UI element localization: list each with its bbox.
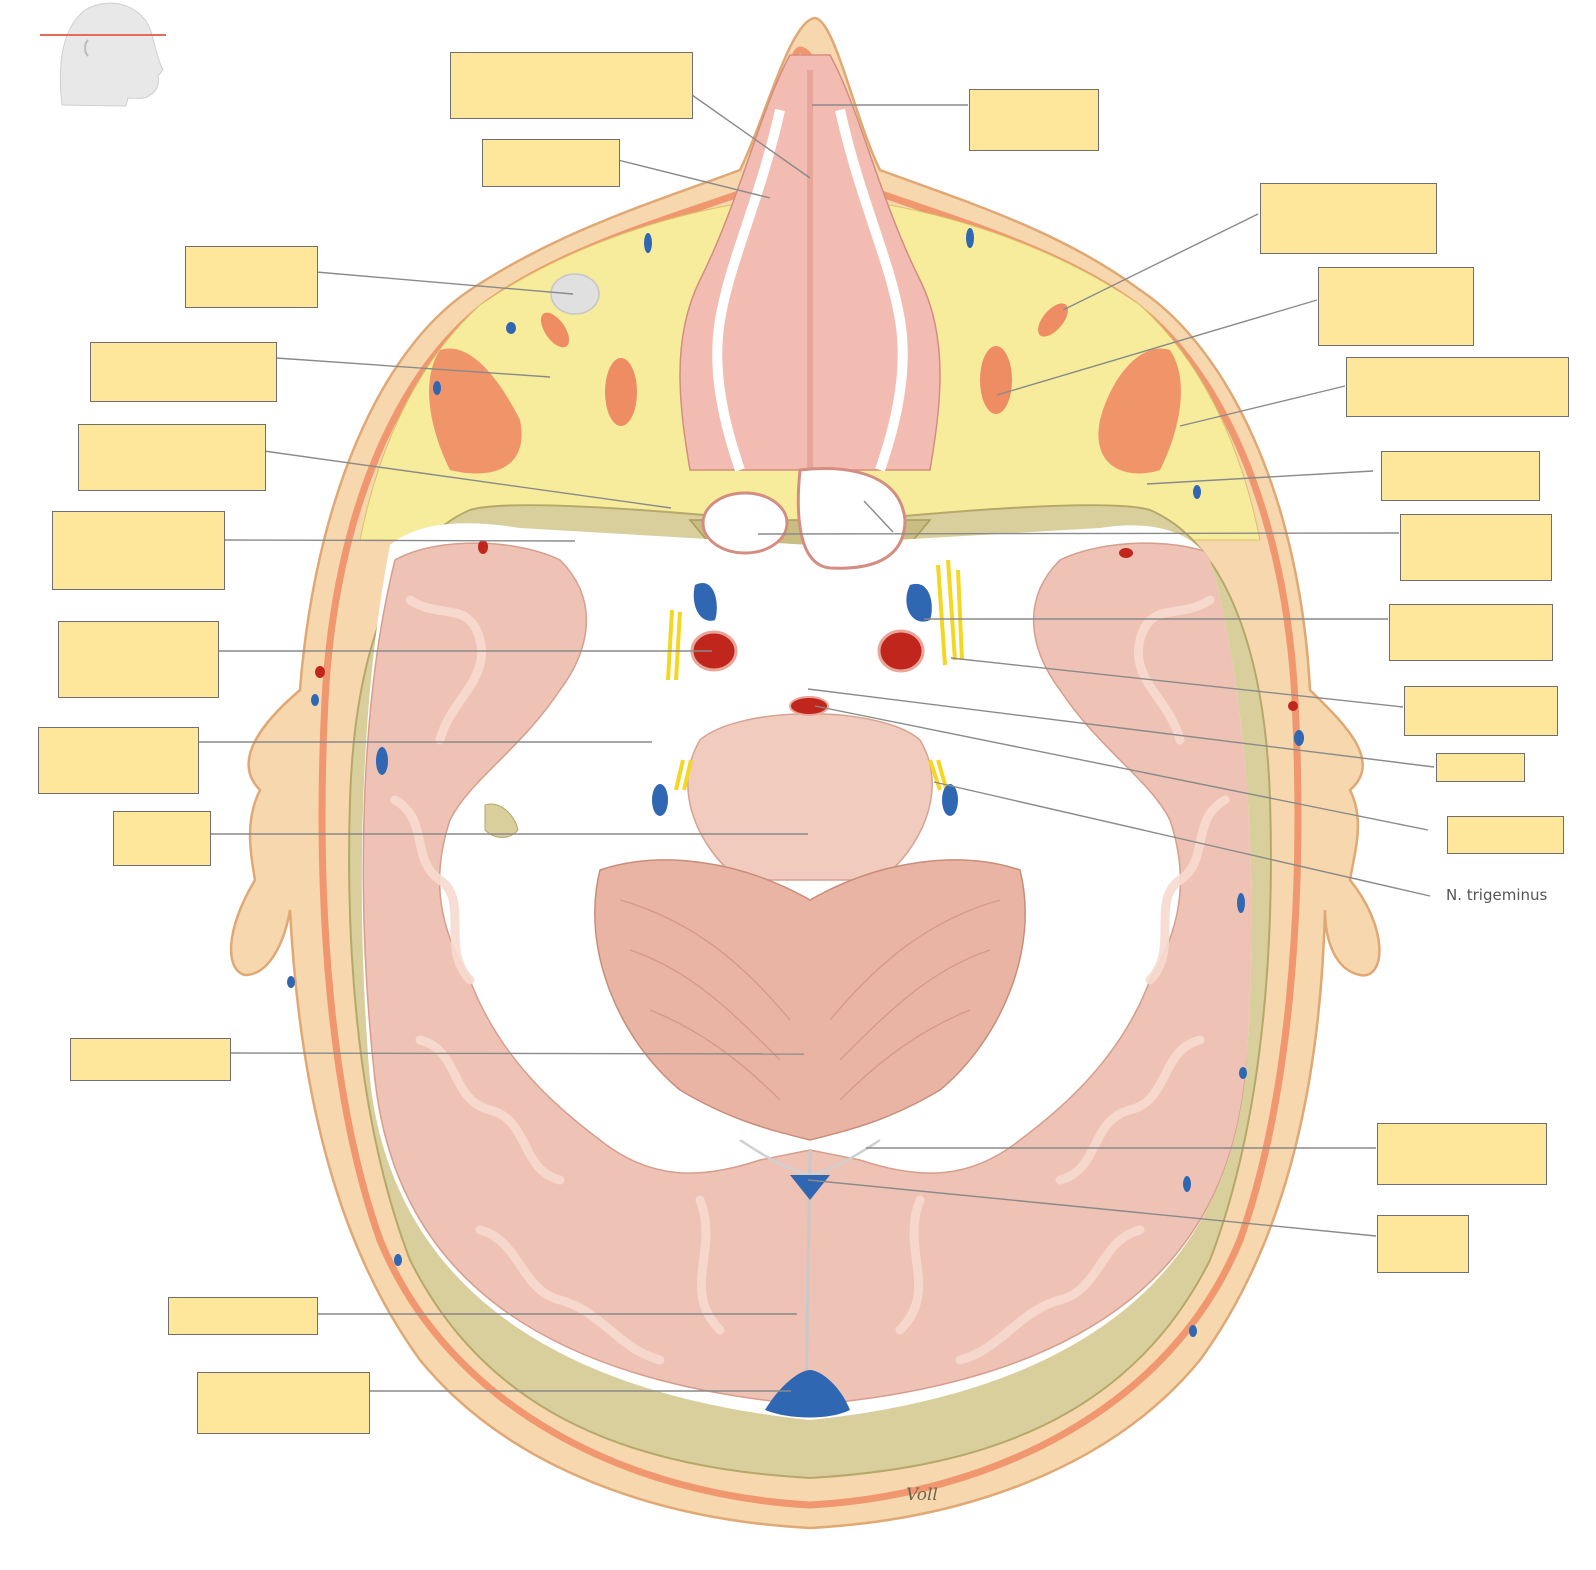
label-trigeminal-nerve: N. trigeminus — [1446, 886, 1548, 904]
label-box-3[interactable] — [969, 89, 1099, 151]
label-box-16[interactable] — [1436, 753, 1525, 782]
label-box-2[interactable] — [482, 139, 620, 187]
cerebellum — [594, 859, 1026, 1141]
cerebrum — [362, 542, 1252, 1406]
label-box-14[interactable] — [1389, 604, 1553, 661]
label-box-10[interactable] — [1381, 451, 1540, 501]
label-box-17[interactable] — [38, 727, 199, 794]
label-box-9[interactable] — [78, 424, 266, 491]
label-box-18[interactable] — [1447, 816, 1564, 854]
label-box-8[interactable] — [1346, 357, 1569, 417]
label-box-11[interactable] — [52, 511, 225, 590]
sphenoid-sinus-right — [796, 467, 907, 570]
label-box-20[interactable] — [70, 1038, 231, 1081]
reference-head-thumbnail — [40, 2, 166, 107]
pons — [687, 713, 933, 881]
label-box-1[interactable] — [450, 52, 693, 119]
label-box-5[interactable] — [1260, 183, 1437, 254]
label-box-12[interactable] — [1400, 514, 1552, 581]
artist-signature: Voll — [906, 1485, 938, 1505]
label-box-23[interactable] — [168, 1297, 318, 1335]
sphenoid-sinus-left — [701, 491, 789, 555]
basilar-artery — [789, 696, 829, 716]
confluence-of-sinuses — [765, 1370, 850, 1418]
internal-carotid-right — [877, 629, 925, 673]
label-box-21[interactable] — [1377, 1123, 1547, 1185]
label-box-19[interactable] — [113, 811, 211, 866]
label-box-4[interactable] — [185, 246, 318, 308]
label-box-15[interactable] — [1404, 686, 1558, 736]
label-box-22[interactable] — [1377, 1215, 1469, 1273]
leader-lines — [198, 94, 1435, 1392]
label-box-6[interactable] — [90, 342, 277, 402]
label-box-24[interactable] — [197, 1372, 370, 1434]
label-box-7[interactable] — [1318, 267, 1474, 346]
label-box-13[interactable] — [58, 621, 219, 698]
